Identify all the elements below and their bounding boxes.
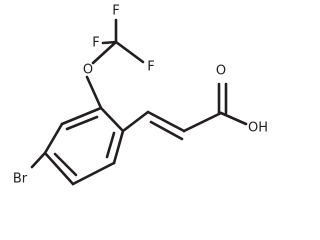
ring-double-bond-c6-c1 — [105, 131, 116, 159]
benzene-ring — [43, 106, 125, 186]
chemical-structure: F F F O O OH Br — [13, 4, 268, 187]
hydroxyl-label: OH — [248, 121, 268, 136]
ring-bond-c3-c4 — [43, 122, 64, 155]
ring-bond-c5-c6 — [71, 161, 116, 186]
ring-bond-c2-c3 — [60, 106, 103, 126]
ring-bond-c6-c1 — [112, 129, 125, 165]
bromine-label: Br — [13, 172, 28, 187]
ring-double-bond-c2-c3 — [65, 115, 99, 131]
ether-oxygen-label: O — [83, 63, 93, 78]
bond-carboxyl-to-hydroxyl — [219, 111, 248, 126]
bond-vinyl-to-carboxyl-carbon — [182, 111, 223, 133]
bond-cf3-to-f-right — [114, 40, 145, 64]
fluorine-left-label: F — [92, 36, 99, 51]
bond-ring-to-vinyl-carbon — [121, 110, 150, 133]
bond-vinyl-double — [146, 110, 186, 133]
carbonyl-oxygen-label: O — [216, 64, 226, 79]
ring-double-bond-c4-c5 — [53, 152, 78, 177]
fluorine-right-label: F — [147, 60, 154, 75]
bond-ring-to-bromine — [30, 151, 47, 169]
ring-bond-c1-c2 — [99, 106, 125, 133]
bond-ring-to-ether-oxygen — [85, 75, 103, 110]
bond-vinyl-double-inner — [149, 120, 184, 141]
ring-bond-c4-c5 — [43, 151, 75, 186]
bond-ether-oxygen-to-cf3 — [91, 40, 118, 65]
bond-cf3-to-f-left — [101, 40, 118, 45]
fluorine-top-label: F — [112, 4, 119, 19]
